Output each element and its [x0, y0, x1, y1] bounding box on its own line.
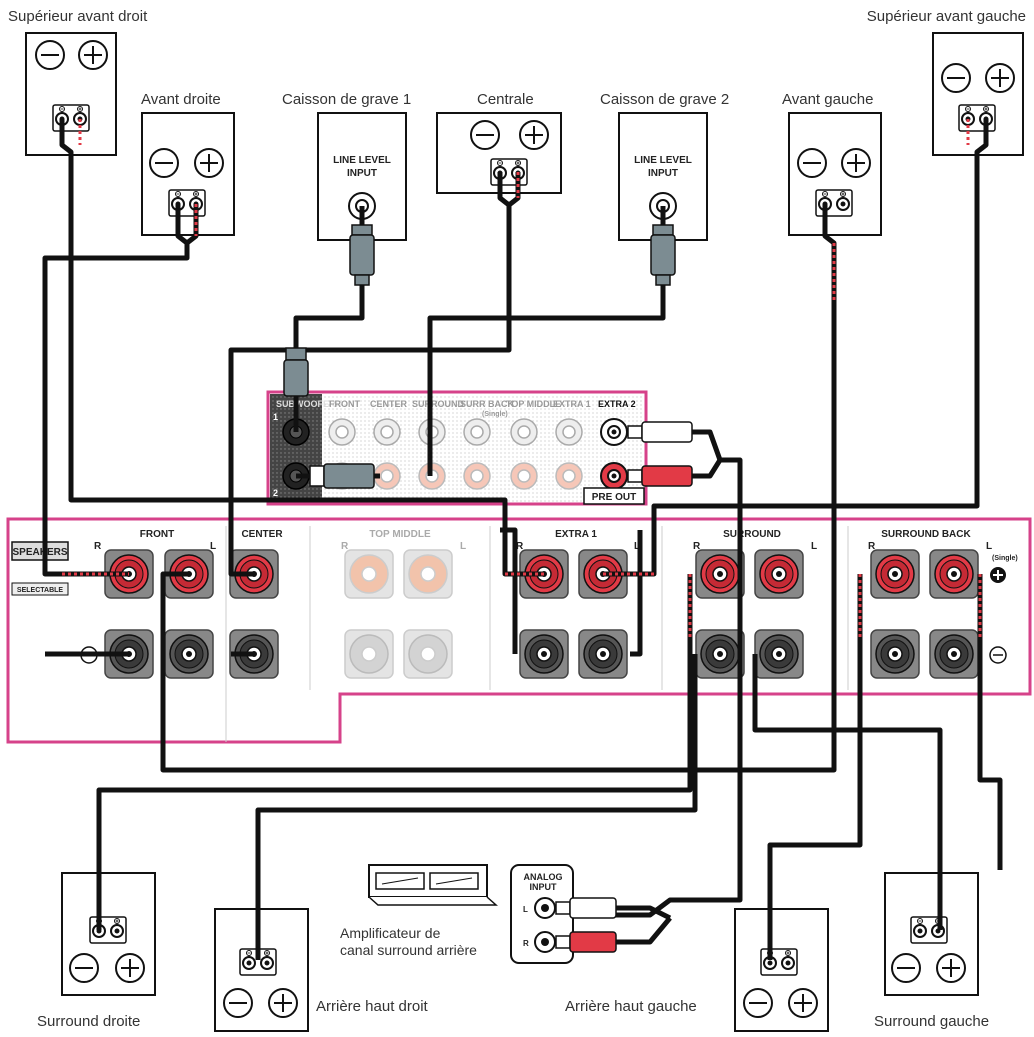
post-sur-l-minus: [754, 629, 804, 679]
plus-icon: [990, 567, 1006, 583]
post-sb-r-minus: [870, 629, 920, 679]
term-tm-r: R: [341, 541, 349, 552]
label-top-front-left: Supérieur avant gauche: [867, 8, 1026, 25]
svg-text:INPUT: INPUT: [530, 882, 558, 892]
post-front-l-minus: [164, 629, 214, 679]
term-sur-r: R: [693, 541, 701, 552]
wire-polarity-stripes: [62, 119, 982, 640]
sub2-input-label-1: LINE LEVEL: [634, 155, 692, 166]
post-ex1-r-minus: [519, 629, 569, 679]
pre-out-sub-2: 2: [273, 488, 278, 498]
label-front-right: Avant droite: [141, 91, 221, 108]
post-sur-r-plus: [695, 549, 745, 599]
svg-text:SPEAKERS: SPEAKERS: [12, 547, 67, 558]
pre-out-extra2: EXTRA 2: [598, 399, 636, 409]
term-surround: SURROUND: [723, 529, 781, 540]
pre-out-center: CENTER: [370, 399, 408, 409]
speaker-top-front-right: [25, 32, 117, 156]
term-tm-l: L: [460, 541, 466, 552]
rca-plug-preout-sub2: [309, 463, 375, 489]
pre-out-title: PRE OUT: [592, 492, 636, 503]
post-sb-r-plus: [870, 549, 920, 599]
svg-text:ANALOG: ANALOG: [524, 872, 563, 882]
post-tm-l-plus: [403, 549, 453, 599]
term-front-l: L: [210, 541, 216, 552]
post-sur-r-minus: [695, 629, 745, 679]
minus-icon: [989, 646, 1007, 664]
speaker-top-front-left: [932, 32, 1024, 156]
pre-out-surround: SURROUND: [412, 399, 465, 409]
selectable-tag: SELECTABLE: [11, 582, 69, 596]
post-sur-l-plus: [754, 549, 804, 599]
sub1-input-label-2: INPUT: [347, 168, 377, 179]
term-front: FRONT: [140, 529, 174, 540]
amplifier-label-1: Amplificateur de: [340, 925, 441, 941]
svg-text:SELECTABLE: SELECTABLE: [17, 587, 63, 594]
rca-plug-extra2-red: [627, 465, 693, 487]
pre-out-subwoofer: SUBWOOFER: [276, 399, 336, 409]
term-ex1-l: L: [634, 541, 640, 552]
svg-text:L: L: [523, 905, 528, 914]
term-sb-single: (Single): [992, 555, 1018, 562]
amp-wire-red: [616, 916, 672, 945]
svg-text:R: R: [523, 939, 529, 948]
label-front-left: Avant gauche: [782, 91, 873, 108]
speaker-front-left: [788, 112, 882, 236]
term-extra1: EXTRA 1: [555, 529, 597, 540]
label-top-front-right: Supérieur avant droit: [8, 8, 148, 25]
label-subwoofer-2: Caisson de grave 2: [600, 91, 729, 108]
speaker-surround-left: [884, 872, 979, 996]
post-ex1-l-minus: [578, 629, 628, 679]
post-sb-l-minus: [929, 629, 979, 679]
rca-plug-sub1: [349, 224, 375, 286]
pre-out-surr-back: SURR BACK: [460, 399, 515, 409]
pre-out-single: (Single): [482, 411, 508, 418]
post-sb-l-plus: [929, 549, 979, 599]
term-sb-l: L: [986, 541, 992, 552]
speaker-front-right: [141, 112, 235, 236]
label-rear-high-left: Arrière haut gauche: [565, 998, 697, 1015]
speaker-rear-high-right: [214, 908, 309, 1032]
speaker-surround-right: [61, 872, 156, 996]
label-subwoofer-1: Caisson de grave 1: [282, 91, 411, 108]
rca-plug-amp-white: [555, 897, 617, 919]
speaker-terminal-panel: FRONT CENTER TOP MIDDLE EXTRA 1 SURROUND…: [6, 517, 1032, 744]
rca-plug-preout-sub1: [283, 347, 309, 397]
term-sb-r: R: [868, 541, 876, 552]
speaker-subwoofer-2: LINE LEVEL INPUT: [618, 112, 708, 241]
pre-out-extra1: EXTRA 1: [553, 399, 591, 409]
term-center: CENTER: [241, 529, 283, 540]
sub2-input-label-2: INPUT: [648, 168, 678, 179]
surround-back-amplifier: Amplificateur de canal surround arrière: [340, 864, 498, 958]
amp-wire-white: [616, 905, 672, 921]
term-top-middle: TOP MIDDLE: [369, 529, 431, 540]
pre-out-sub-1: 1: [273, 412, 278, 422]
amplifier-label-2: canal surround arrière: [340, 942, 477, 958]
speaker-rear-high-left: [734, 908, 829, 1032]
speakers-tag: SPEAKERS: [11, 541, 69, 561]
post-tm-r-minus: [344, 629, 394, 679]
label-surround-right: Surround droite: [37, 1013, 140, 1030]
sub1-input-label-1: LINE LEVEL: [333, 155, 391, 166]
label-surround-left: Surround gauche: [874, 1013, 989, 1030]
pre-out-front: FRONT: [329, 399, 360, 409]
term-ex1-r: R: [516, 541, 524, 552]
label-center: Centrale: [477, 91, 534, 108]
label-rear-high-right: Arrière haut droit: [316, 998, 429, 1015]
pre-out-top-middle: TOP MIDDLE: [506, 399, 561, 409]
rca-plug-extra2-white: [627, 421, 693, 443]
term-sur-l: L: [811, 541, 817, 552]
post-tm-r-plus: [344, 549, 394, 599]
post-tm-l-minus: [403, 629, 453, 679]
rca-plug-sub2: [650, 224, 676, 286]
term-front-r: R: [94, 541, 102, 552]
term-surround-back: SURROUND BACK: [881, 529, 971, 540]
